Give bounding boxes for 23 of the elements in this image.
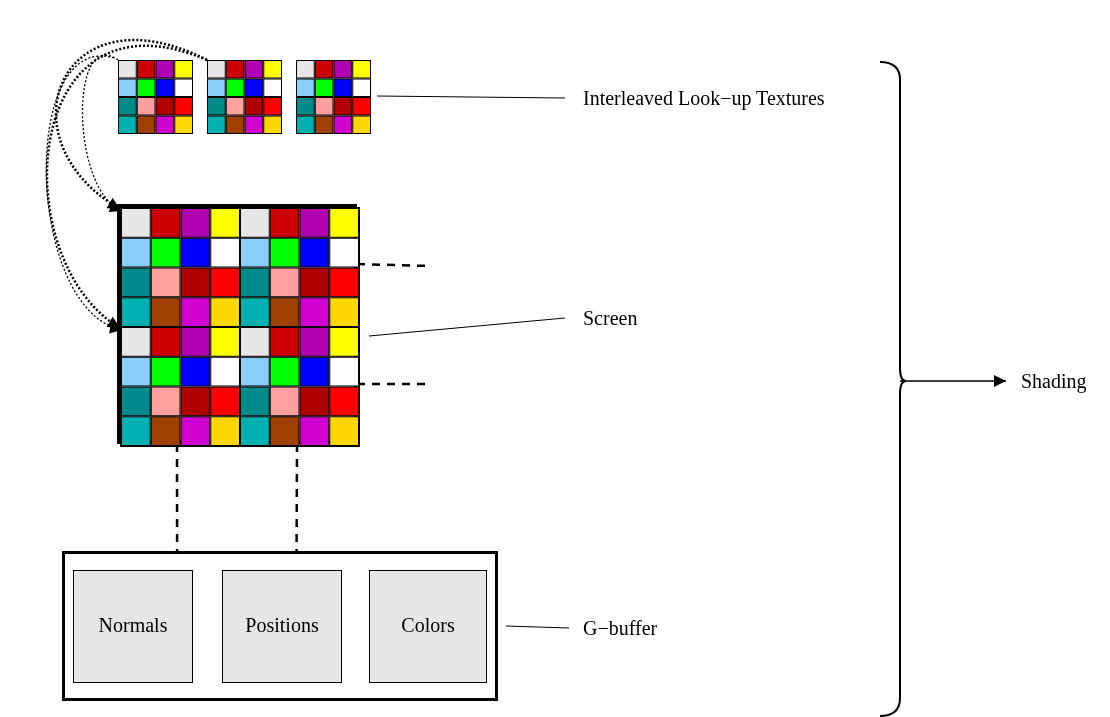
arrow: [899, 375, 1007, 387]
leader-line: [368, 317, 566, 337]
texture-grid: [118, 60, 193, 134]
callout-label: Screen: [583, 306, 653, 330]
screen-tile: [240, 208, 359, 327]
arrow: [45, 45, 208, 329]
dashed-line: [295, 444, 299, 551]
buffer-box: Normals: [73, 570, 193, 683]
texture-grid: [207, 60, 282, 134]
texture-grid: [296, 60, 371, 134]
callout-label: G−buffer: [583, 616, 683, 640]
buffer-box: Positions: [222, 570, 342, 683]
callout-label: Shading: [1021, 369, 1101, 393]
screen-tile: [121, 208, 240, 327]
screen-tile: [240, 327, 359, 446]
leader-line: [376, 95, 566, 99]
dashed-line: [175, 444, 179, 551]
buffer-box: Colors: [369, 570, 487, 683]
screen-frame: [117, 204, 357, 444]
screen-tile: [121, 327, 240, 446]
buffer-panel: [62, 551, 498, 701]
leader-line: [505, 625, 570, 629]
callout-label: Interleaved Look−up Textures: [583, 86, 883, 110]
